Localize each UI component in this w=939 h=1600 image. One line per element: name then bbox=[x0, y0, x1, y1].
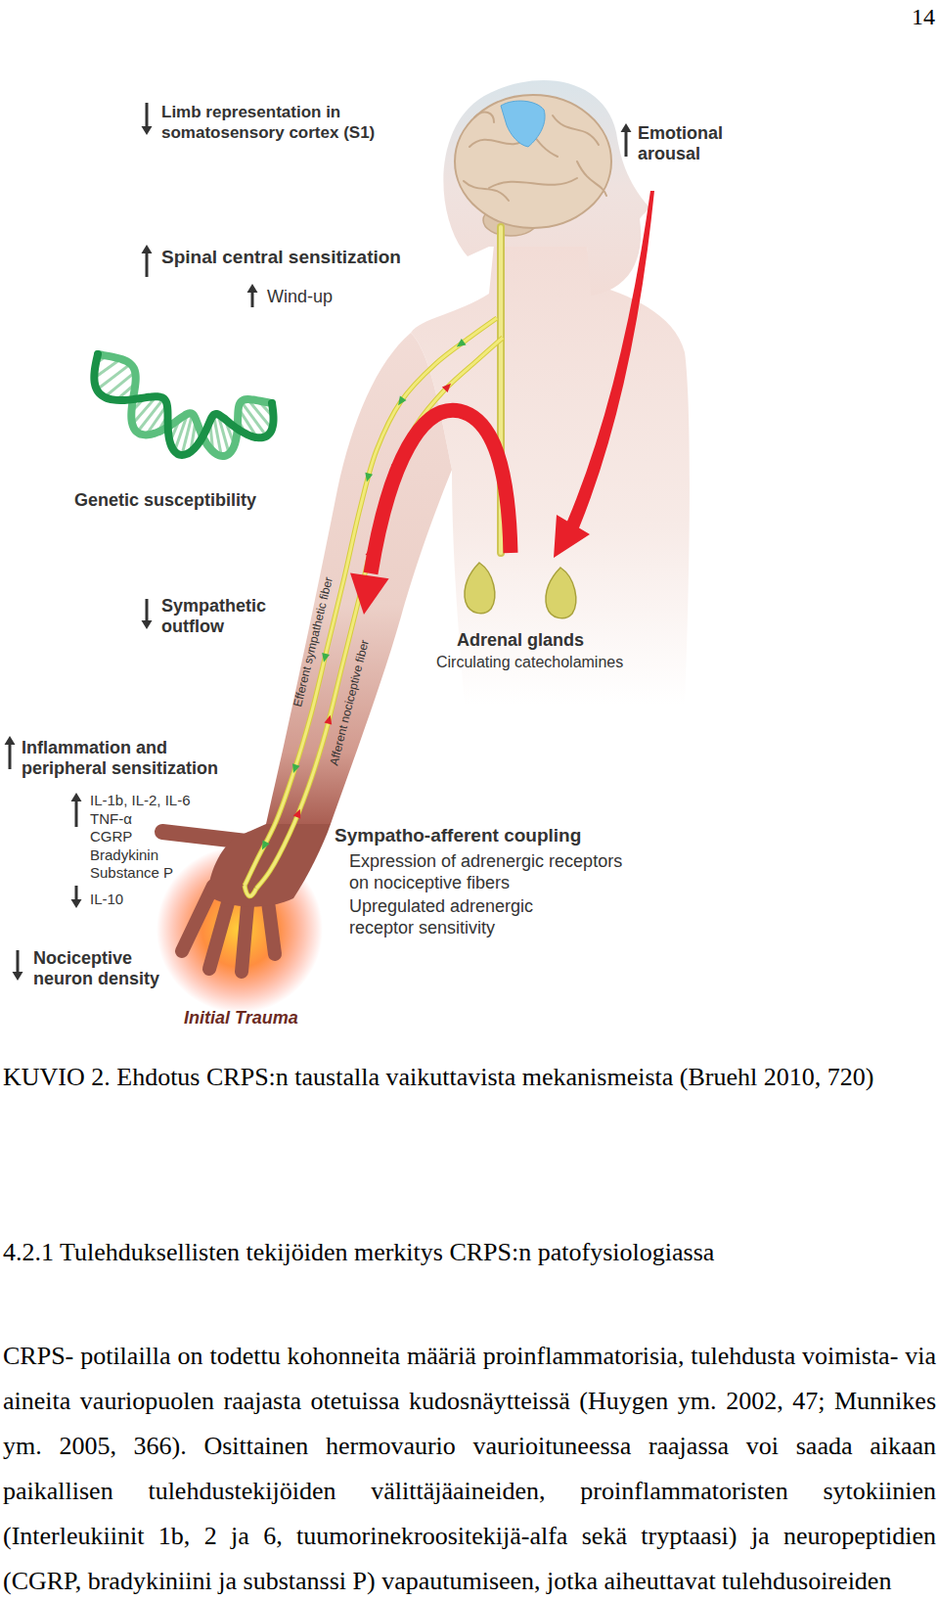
text-anchor: 14 bbox=[911, 2, 936, 31]
adrenal-gland bbox=[545, 567, 577, 619]
text-anchor: Limb representation in somatosensory cor… bbox=[161, 101, 397, 143]
figure-caption: KUVIO 2. Ehdotus CRPS:n taustalla vaikut… bbox=[2, 1062, 937, 1092]
nerve-fiber bbox=[244, 317, 497, 886]
sub-label: Expression of adrenergic receptors on no… bbox=[349, 849, 635, 894]
page-number: 14 bbox=[911, 2, 936, 31]
text-anchor: Upregulated adrenergic receptor sensitiv… bbox=[349, 894, 565, 939]
increase-arrow bbox=[71, 792, 83, 827]
decrease-arrow bbox=[141, 598, 153, 629]
increase-arrow bbox=[4, 735, 16, 769]
text-anchor: Spinal central sensitization bbox=[161, 245, 402, 269]
mechanism-label: Nociceptive neuron density bbox=[33, 947, 171, 989]
fiber-arrowhead bbox=[321, 652, 330, 663]
text-anchor: CGRP bbox=[89, 827, 133, 847]
nerve-fiber bbox=[244, 885, 257, 896]
text-anchor: Efferent sympathetic fiber bbox=[290, 576, 336, 709]
decrease-arrow bbox=[141, 102, 153, 135]
sub-label: Wind-up bbox=[267, 285, 333, 308]
dna-strand bbox=[93, 354, 273, 455]
decrease-arrow bbox=[12, 949, 24, 981]
mediator-label: TNF-α bbox=[89, 809, 133, 829]
trauma-label: Initial Trauma bbox=[183, 1006, 299, 1029]
mechanism-label: Limb representation in somatosensory cor… bbox=[161, 101, 397, 143]
fiber-arrowhead bbox=[324, 715, 333, 725]
organ-label: Adrenal glands bbox=[456, 628, 584, 651]
increase-arrow bbox=[247, 283, 259, 308]
nerve-fiber bbox=[244, 885, 257, 896]
dna-strand bbox=[97, 354, 272, 456]
mediator-label: IL-1b, IL-2, IL-6 bbox=[89, 791, 191, 810]
mechanism-label: Spinal central sensitization bbox=[161, 245, 402, 269]
text-anchor: TNF-α bbox=[89, 809, 133, 829]
text-anchor: Substance P bbox=[89, 863, 174, 883]
arm bbox=[266, 332, 452, 824]
fiber-arrowhead bbox=[292, 762, 301, 773]
nerve-fiber bbox=[244, 317, 497, 886]
somatosensory-cortex bbox=[500, 100, 545, 147]
text-anchor: Bradykinin bbox=[89, 846, 159, 865]
head bbox=[443, 80, 650, 296]
text-anchor: Genetic susceptibility bbox=[74, 489, 257, 511]
section-heading: 4.2.1 Tulehduksellisten tekijöiden merki… bbox=[2, 1237, 937, 1267]
text-anchor: 4.2.1 Tulehduksellisten tekijöiden merki… bbox=[2, 1237, 937, 1267]
adrenal-gland bbox=[464, 562, 495, 614]
text-anchor: Initial Trauma bbox=[183, 1006, 299, 1029]
fiber-arrowhead bbox=[262, 840, 270, 850]
fiber-arrowhead bbox=[398, 396, 406, 406]
red-arrow bbox=[553, 190, 655, 558]
text-anchor: Expression of adrenergic receptors on no… bbox=[349, 849, 635, 894]
mechanism-label: Sympathetic outflow bbox=[161, 595, 279, 637]
fiber-label: Afferent nociceptive fiber bbox=[326, 637, 372, 766]
torso bbox=[410, 244, 690, 705]
mediator-label: IL-10 bbox=[89, 890, 124, 909]
trend-arrows bbox=[4, 102, 632, 981]
red-arrow bbox=[370, 409, 511, 574]
text-anchor: Adrenal glands bbox=[456, 628, 584, 651]
fiber-arrowhead bbox=[456, 338, 467, 348]
body-paragraph: CRPS- potilailla on todettu kohonneita m… bbox=[2, 1333, 937, 1600]
text-anchor: KUVIO 2. Ehdotus CRPS:n taustalla vaikut… bbox=[2, 1062, 937, 1092]
mechanism-label: Genetic susceptibility bbox=[74, 489, 257, 511]
dna-helix bbox=[93, 354, 273, 456]
fiber-arrowhead bbox=[364, 472, 373, 483]
fiber-arrowhead bbox=[293, 808, 302, 819]
mediator-label: Bradykinin bbox=[89, 846, 159, 865]
text-anchor: Wind-up bbox=[267, 285, 333, 308]
text-anchor: Nociceptive neuron density bbox=[33, 947, 171, 989]
mechanism-label: Sympatho-afferent coupling bbox=[334, 823, 582, 847]
text-anchor: Afferent nociceptive fiber bbox=[326, 637, 372, 766]
sub-label: Upregulated adrenergic receptor sensitiv… bbox=[349, 894, 565, 939]
dna-rung bbox=[96, 363, 132, 390]
decrease-arrow bbox=[71, 885, 83, 908]
text-anchor: Emotional arousal bbox=[637, 123, 746, 165]
mechanism-label: Inflammation and peripheral sensitizatio… bbox=[21, 737, 232, 779]
fiber-arrowhead bbox=[442, 383, 451, 393]
increase-arrow bbox=[141, 244, 153, 277]
mechanism-label: Emotional arousal bbox=[637, 123, 746, 165]
text-anchor: Sympathetic outflow bbox=[161, 595, 279, 637]
increase-arrow bbox=[621, 123, 632, 157]
fiber-label: Efferent sympathetic fiber bbox=[290, 576, 336, 709]
text-anchor: CRPS- potilailla on todettu kohonneita m… bbox=[2, 1333, 937, 1600]
text-anchor: Sympatho-afferent coupling bbox=[334, 823, 582, 847]
sub-label: Circulating catecholamines bbox=[436, 652, 624, 672]
text-anchor: Circulating catecholamines bbox=[436, 652, 624, 672]
brain bbox=[454, 94, 612, 228]
text-anchor: IL-10 bbox=[89, 890, 124, 909]
mediator-label: Substance P bbox=[89, 863, 174, 883]
text-anchor: Inflammation and peripheral sensitizatio… bbox=[21, 737, 232, 779]
text-anchor: IL-1b, IL-2, IL-6 bbox=[89, 791, 191, 810]
mediator-label: CGRP bbox=[89, 827, 133, 847]
red-arrowhead bbox=[350, 573, 390, 616]
